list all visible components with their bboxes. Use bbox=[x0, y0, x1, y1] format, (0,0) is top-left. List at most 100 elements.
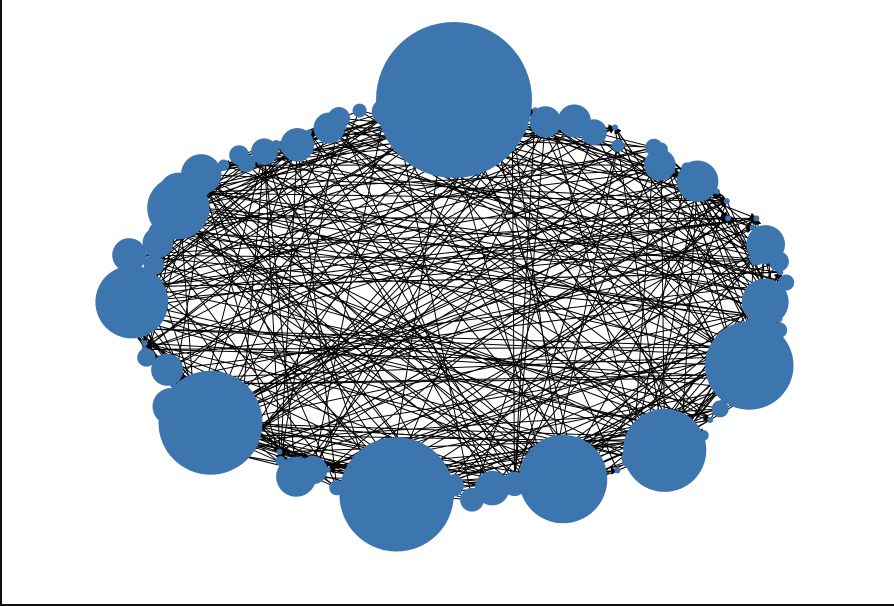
graph-edge bbox=[279, 434, 682, 453]
graph-edge bbox=[144, 215, 758, 288]
graph-edge bbox=[202, 200, 728, 428]
graph-node bbox=[229, 145, 250, 166]
graph-node bbox=[518, 434, 608, 524]
graph-edge bbox=[210, 145, 619, 424]
graph-edge bbox=[162, 225, 634, 459]
graph-edge bbox=[204, 190, 770, 294]
graph-edge bbox=[170, 216, 758, 407]
graph-edge bbox=[209, 191, 718, 424]
graph-edge bbox=[237, 126, 554, 456]
graph-edge bbox=[630, 167, 688, 460]
graph-edge bbox=[176, 355, 748, 382]
graph-node bbox=[741, 278, 789, 326]
graph-edge bbox=[177, 126, 616, 211]
graph-edge bbox=[328, 127, 711, 421]
graph-node bbox=[707, 417, 714, 423]
graph-node bbox=[725, 215, 732, 222]
graph-edge bbox=[200, 174, 338, 489]
graph-node bbox=[612, 124, 618, 131]
graph-edge bbox=[534, 109, 682, 439]
graph-edge bbox=[130, 117, 447, 309]
graph-edge bbox=[402, 244, 766, 485]
graph-edge bbox=[200, 173, 550, 489]
graph-edge bbox=[491, 200, 728, 489]
graph-edge bbox=[157, 231, 529, 484]
graph-node bbox=[376, 22, 532, 178]
graph-edge bbox=[237, 117, 447, 456]
graph-edge bbox=[144, 144, 298, 288]
graph-edge bbox=[369, 217, 729, 482]
graph-node bbox=[623, 408, 707, 492]
graph-edge bbox=[144, 342, 516, 485]
graph-node bbox=[313, 112, 345, 144]
graph-node bbox=[280, 128, 315, 162]
graph-edge bbox=[238, 154, 711, 421]
graph-node bbox=[276, 448, 283, 455]
graph-edge bbox=[205, 192, 283, 462]
graph-node bbox=[218, 159, 230, 171]
graph-edge bbox=[544, 121, 757, 259]
graph-edge bbox=[511, 124, 566, 478]
graph-edge bbox=[210, 127, 330, 423]
graph-edge bbox=[200, 171, 727, 202]
graph-edge bbox=[280, 200, 728, 462]
graph-node bbox=[614, 467, 621, 474]
graph-node bbox=[644, 149, 676, 181]
graph-edge bbox=[195, 180, 699, 425]
graph-edge bbox=[116, 145, 655, 300]
graph-edge bbox=[177, 207, 529, 484]
graph-edge bbox=[308, 131, 595, 480]
graph-edge bbox=[511, 121, 546, 485]
graph-edge bbox=[120, 313, 634, 459]
graph-edge bbox=[261, 151, 297, 477]
graph-edge bbox=[166, 126, 616, 371]
graph-edge bbox=[153, 145, 655, 266]
graph-edge bbox=[175, 115, 421, 219]
graph-node bbox=[250, 138, 278, 165]
graph-edge bbox=[179, 205, 780, 333]
graph-edge bbox=[143, 164, 661, 351]
graph-edge bbox=[328, 127, 653, 443]
graph-node bbox=[95, 265, 169, 339]
graph-edge bbox=[534, 109, 743, 378]
graph-node bbox=[705, 321, 794, 410]
graph-edge bbox=[392, 109, 473, 500]
graph-edge bbox=[205, 191, 564, 477]
graph-edge bbox=[614, 126, 760, 337]
graph-edge bbox=[238, 353, 748, 441]
graph-node bbox=[529, 106, 562, 138]
graph-edge bbox=[238, 149, 662, 441]
graph-edge bbox=[384, 111, 579, 481]
graph-edge bbox=[310, 111, 386, 471]
graph-node bbox=[158, 370, 263, 475]
graph-edge bbox=[195, 167, 688, 425]
graph-edge bbox=[727, 217, 753, 229]
graph-node bbox=[339, 437, 454, 552]
graph-edge bbox=[386, 118, 447, 489]
graph-edge bbox=[116, 215, 758, 300]
graph-edge bbox=[275, 144, 529, 484]
graph-node bbox=[711, 400, 729, 418]
graph-edge bbox=[388, 121, 546, 489]
graph-edge bbox=[660, 149, 757, 349]
graph-edge bbox=[157, 242, 329, 470]
graph-node bbox=[147, 176, 210, 240]
graph-edge bbox=[237, 167, 688, 441]
graph-node bbox=[352, 103, 367, 118]
graph-edge bbox=[178, 192, 750, 368]
graph-edge bbox=[131, 300, 704, 436]
graph-edge bbox=[279, 310, 761, 463]
graph-node bbox=[137, 348, 156, 367]
graph-node bbox=[141, 340, 148, 347]
graph-node bbox=[746, 225, 785, 264]
graph-edge bbox=[278, 200, 728, 453]
graph-edge bbox=[166, 292, 770, 373]
nodes-layer bbox=[95, 22, 795, 552]
graph-edge bbox=[131, 109, 396, 303]
graph-edge bbox=[279, 144, 301, 462]
graph-edge bbox=[174, 214, 757, 222]
graph-edge bbox=[153, 263, 653, 443]
graph-edge bbox=[369, 257, 758, 482]
